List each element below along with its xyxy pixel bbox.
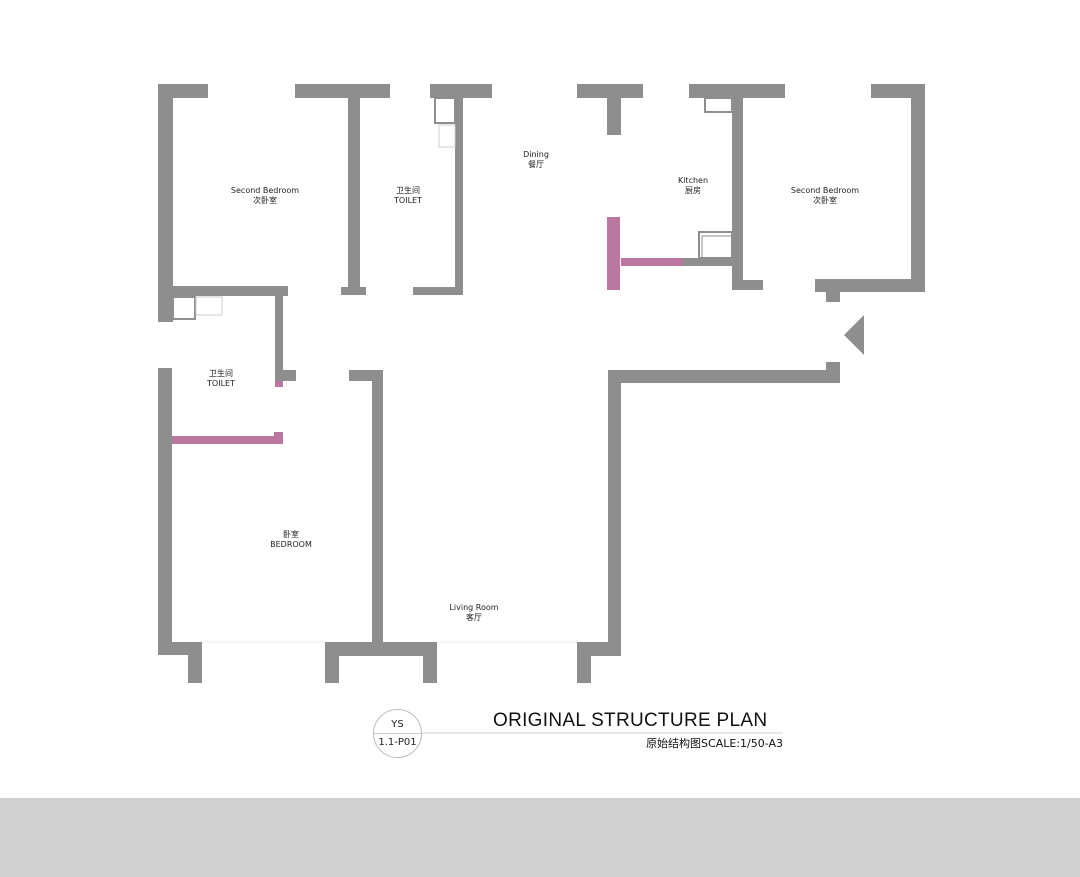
- fixtures: [172, 97, 733, 643]
- footer-band: [0, 798, 1080, 877]
- walls: [158, 84, 925, 683]
- drawing-code-circle: YS 1.1-P01: [373, 709, 422, 758]
- drawing-code-top: YS: [391, 719, 404, 730]
- plan-title: ORIGINAL STRUCTURE PLAN: [493, 710, 768, 731]
- new-walls: [172, 217, 683, 444]
- plan-subtitle: 原始结构图SCALE:1/50-A3: [646, 737, 783, 750]
- entrance-arrow-icon: [844, 315, 864, 355]
- drawing-code-bottom: 1.1-P01: [374, 733, 421, 749]
